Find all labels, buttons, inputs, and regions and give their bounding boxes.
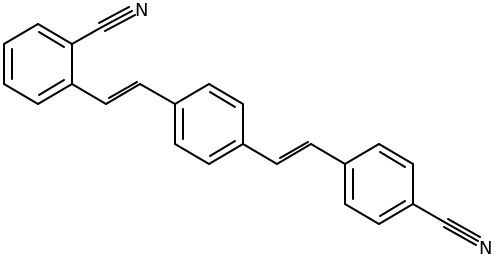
ring-a-bond <box>3 23 39 45</box>
nitrogen-atom-label: N <box>135 0 148 21</box>
vinyl-single-bond <box>310 143 346 165</box>
ring-b-benzene <box>174 83 244 165</box>
nitrile-group-a: N <box>71 0 148 45</box>
nitrile-group-c: N <box>412 203 492 258</box>
nitrile-triple-bond <box>101 10 133 28</box>
ring-c-bond <box>378 203 414 225</box>
ring-b-double-bond <box>209 140 236 157</box>
nitrogen-atom-label: N <box>479 238 492 258</box>
vinyl-single-bond <box>71 83 107 105</box>
vinyl-single-bond <box>139 83 176 105</box>
ring-c-bond <box>344 143 380 165</box>
ring-c-benzene <box>344 143 414 225</box>
nitrile-triple-bond <box>443 226 477 246</box>
ring-b-bond <box>208 143 244 165</box>
ring-b-bond <box>174 83 210 105</box>
vinyl-double-bond-inner <box>108 81 138 99</box>
ring-c-bond <box>344 203 380 225</box>
ring-a-double-bond <box>38 79 65 96</box>
vinylene-linker-2 <box>242 141 346 165</box>
nitrile-triple-bond <box>104 14 136 32</box>
ring-a-bond <box>37 83 73 105</box>
vinyl-double-bond <box>276 143 312 165</box>
vinyl-single-bond <box>242 143 278 165</box>
ring-a-double-bond <box>38 31 65 48</box>
ring-b-bond <box>208 83 244 105</box>
nitrile-bond <box>412 203 447 224</box>
ring-b-double-bond <box>209 91 236 108</box>
nitrile-triple-bond <box>447 218 481 238</box>
ring-a-benzene <box>3 23 73 105</box>
nitrile-triple-bond <box>98 6 130 24</box>
vinyl-double-bond-inner <box>279 141 309 159</box>
ring-a-bond <box>37 23 73 45</box>
ring-b-bond <box>174 143 210 165</box>
vinyl-double-bond <box>105 83 141 105</box>
ring-c-bond <box>378 143 414 165</box>
vinylene-linker-1 <box>71 81 176 105</box>
ring-c-double-bond <box>379 200 406 217</box>
nitrile-triple-bond <box>445 222 479 242</box>
nitrile-bond <box>71 26 103 45</box>
ring-a-bond <box>3 83 39 105</box>
ring-c-double-bond <box>379 151 406 168</box>
